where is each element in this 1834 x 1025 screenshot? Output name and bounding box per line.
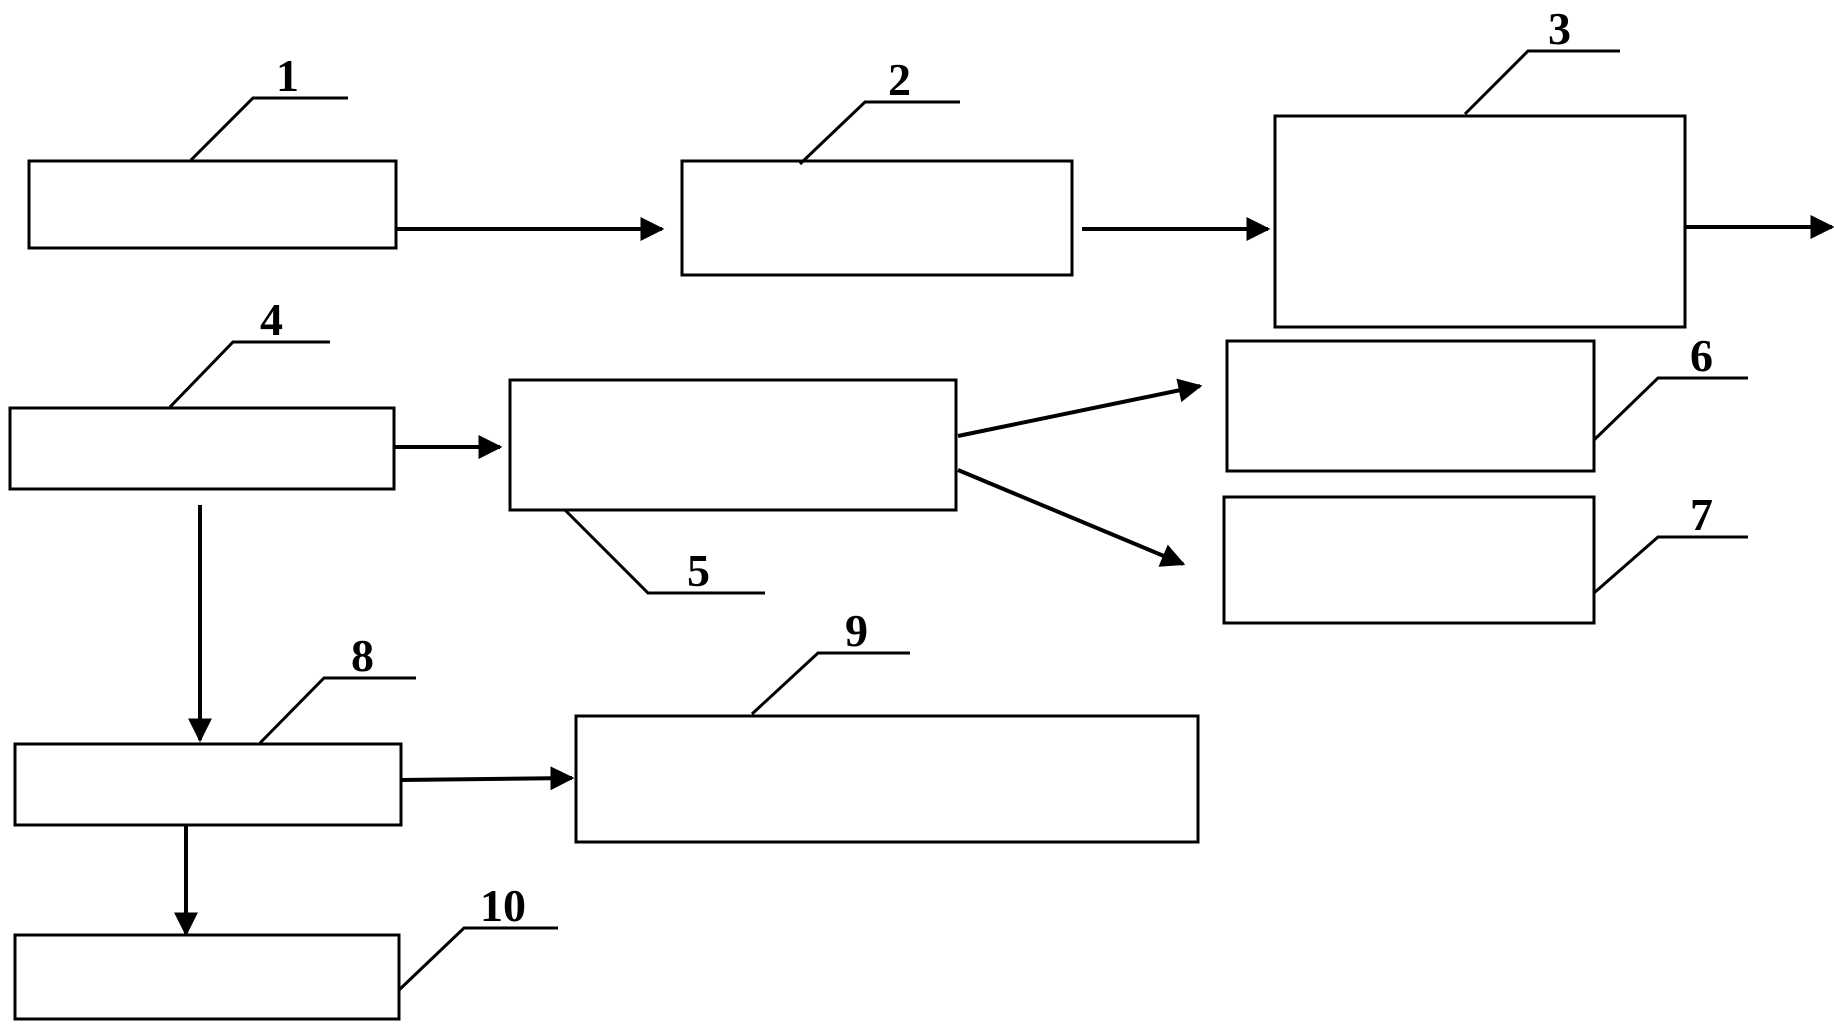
leader-6	[1592, 376, 1748, 442]
block-3	[1273, 114, 1687, 329]
leader-10	[397, 926, 558, 992]
arrow-5-to-7	[957, 468, 1186, 567]
leader-9	[750, 651, 910, 716]
leader-1	[189, 96, 348, 162]
block-8	[13, 742, 403, 827]
label-2: 2	[888, 54, 911, 105]
leader-3	[1463, 49, 1620, 116]
label-3: 3	[1548, 3, 1571, 54]
leader-5	[563, 508, 765, 595]
arrow-5-to-6	[957, 378, 1203, 438]
leader-4	[168, 340, 330, 409]
block-9	[574, 714, 1200, 844]
label-4: 4	[260, 294, 283, 345]
block-10	[13, 933, 401, 1021]
leader-7	[1593, 535, 1748, 595]
label-1: 1	[276, 50, 299, 101]
label-8: 8	[351, 630, 374, 681]
block-5	[508, 378, 958, 512]
leader-8	[258, 676, 416, 745]
block-7	[1222, 495, 1596, 625]
leader-2	[798, 100, 960, 166]
label-10: 10	[480, 880, 526, 931]
label-9: 9	[845, 605, 868, 656]
block-2	[680, 159, 1074, 277]
block-4	[8, 406, 396, 491]
label-7: 7	[1690, 489, 1713, 540]
arrow-8-to-9	[400, 766, 575, 791]
block-6	[1225, 339, 1596, 473]
label-5: 5	[687, 545, 710, 596]
label-6: 6	[1690, 330, 1713, 381]
block-1	[27, 159, 398, 250]
